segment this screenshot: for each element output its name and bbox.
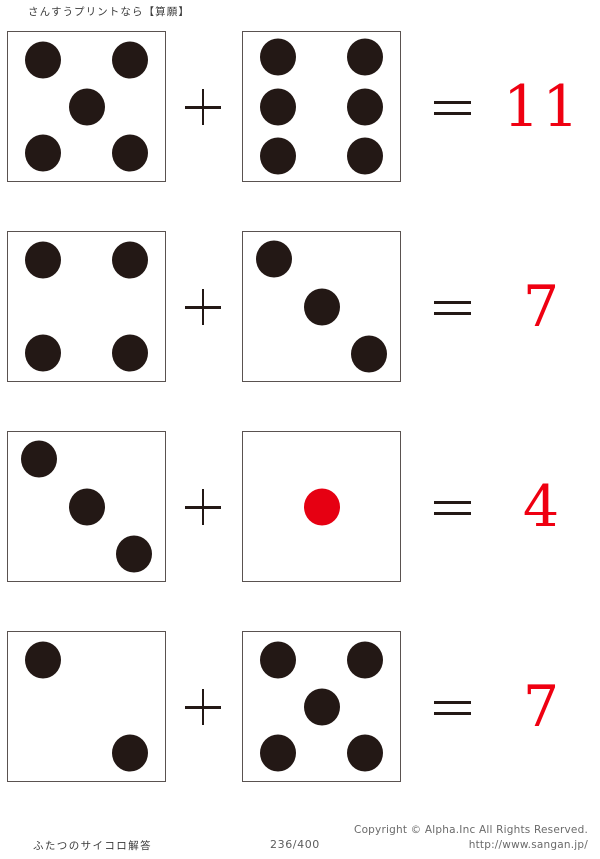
die-pip bbox=[112, 334, 149, 372]
page-header: さんすうプリントなら【算願】 bbox=[0, 0, 600, 26]
equals-operator-icon bbox=[434, 693, 472, 721]
die-pip bbox=[24, 134, 61, 172]
die-pip bbox=[68, 88, 105, 125]
problem-row: 7 bbox=[0, 231, 600, 383]
die-pip bbox=[259, 38, 296, 76]
equals-operator-icon bbox=[434, 493, 472, 521]
answer-value: 4 bbox=[522, 474, 563, 540]
site-url: http://www.sangan.jp/ bbox=[468, 839, 588, 851]
die-pip bbox=[347, 734, 384, 772]
die-pip bbox=[347, 641, 384, 679]
equals-operator-icon bbox=[434, 93, 472, 121]
die-pip bbox=[259, 734, 296, 772]
page-number: 236/400 bbox=[270, 838, 320, 851]
die-left bbox=[7, 431, 166, 582]
plus-operator-icon bbox=[183, 687, 223, 727]
copyright-text: Copyright © Alpha.Inc All Rights Reserve… bbox=[354, 824, 588, 836]
equals-operator-icon bbox=[434, 293, 472, 321]
die-pip bbox=[24, 241, 61, 279]
answer-value: 7 bbox=[522, 274, 563, 340]
die-right bbox=[242, 231, 401, 382]
plus-operator-icon bbox=[183, 487, 223, 527]
die-pip bbox=[303, 488, 340, 525]
die-pip bbox=[347, 137, 384, 175]
die-pip bbox=[21, 440, 58, 478]
die-pip bbox=[24, 334, 61, 372]
die-pip bbox=[24, 641, 61, 679]
die-pip bbox=[112, 734, 149, 772]
die-pip bbox=[303, 688, 340, 725]
die-pip bbox=[115, 535, 152, 573]
die-pip bbox=[24, 41, 61, 79]
page-title: さんすうプリントなら【算願】 bbox=[28, 6, 190, 18]
die-pip bbox=[259, 88, 296, 125]
die-pip bbox=[112, 241, 149, 279]
die-left bbox=[7, 631, 166, 782]
die-right bbox=[242, 631, 401, 782]
die-pip bbox=[112, 41, 149, 79]
die-pip bbox=[68, 488, 105, 525]
plus-operator-icon bbox=[183, 87, 223, 127]
page-footer: ふたつのサイコロ解答 236/400 Copyright © Alpha.Inc… bbox=[0, 820, 600, 859]
die-left bbox=[7, 231, 166, 382]
die-left bbox=[7, 31, 166, 182]
die-right bbox=[242, 31, 401, 182]
problem-row: 11 bbox=[0, 31, 600, 183]
plus-operator-icon bbox=[183, 287, 223, 327]
die-pip bbox=[347, 38, 384, 76]
die-right bbox=[242, 431, 401, 582]
die-pip bbox=[112, 134, 149, 172]
answer-value: 11 bbox=[503, 74, 582, 140]
problem-row: 4 bbox=[0, 431, 600, 583]
die-pip bbox=[347, 88, 384, 125]
die-pip bbox=[259, 641, 296, 679]
problem-row: 7 bbox=[0, 631, 600, 783]
problem-list: 11 7 4 7 bbox=[0, 31, 600, 783]
worksheet-title: ふたつのサイコロ解答 bbox=[33, 840, 152, 852]
die-pip bbox=[350, 335, 387, 373]
answer-value: 7 bbox=[522, 674, 563, 740]
die-pip bbox=[303, 288, 340, 325]
die-pip bbox=[259, 137, 296, 175]
die-pip bbox=[256, 240, 293, 278]
